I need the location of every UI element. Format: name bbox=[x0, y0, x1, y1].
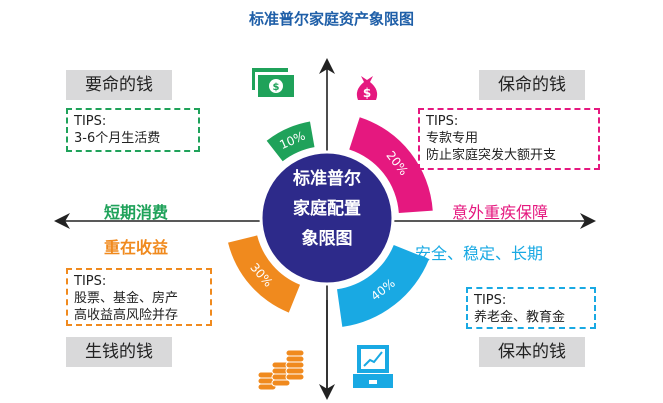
percent-arc-top-right bbox=[349, 117, 433, 213]
tips-line: 高收益高风险并存 bbox=[74, 308, 179, 323]
tips-line: 股票、基金、房产 bbox=[74, 291, 179, 306]
percent-arc-bottom-left bbox=[228, 235, 301, 313]
svg-text:$: $ bbox=[363, 86, 371, 100]
tips-line: 养老金、教育金 bbox=[474, 310, 566, 325]
tips-heading: TIPS: bbox=[426, 114, 459, 129]
center-line-1: 标准普尔 bbox=[293, 169, 361, 189]
tips-heading: TIPS: bbox=[74, 114, 107, 129]
money-bag-icon: $ bbox=[356, 76, 378, 100]
tips-box-top-left: TIPS: 3-6个月生活费 bbox=[66, 108, 200, 152]
cash-icon: $ bbox=[252, 68, 294, 97]
tips-heading: TIPS: bbox=[474, 293, 507, 308]
tips-box-bottom-right: TIPS: 养老金、教育金 bbox=[466, 287, 596, 329]
quadrant-label-bottom-right: 保本的钱 bbox=[479, 337, 585, 367]
center-line-2: 家庭配置 bbox=[293, 199, 361, 219]
quadrant-label-top-left: 要命的钱 bbox=[66, 70, 172, 100]
quadrant-label-bottom-left: 生钱的钱 bbox=[66, 337, 172, 367]
center-line-3: 象限图 bbox=[301, 229, 353, 249]
tips-box-top-right: TIPS: 专款专用 防止家庭突发大额开支 bbox=[418, 108, 600, 170]
svg-text:$: $ bbox=[273, 82, 280, 93]
percent-arc-top-left bbox=[266, 121, 315, 162]
tips-heading: TIPS: bbox=[74, 274, 107, 289]
tips-box-bottom-left: TIPS: 股票、基金、房产 高收益高风险并存 bbox=[66, 268, 212, 326]
center-label: 标准普尔 家庭配置 象限图 bbox=[262, 164, 392, 254]
diagram-title: 标准普尔家庭资产象限图 bbox=[248, 10, 414, 28]
feature-bottom-right: 安全、稳定、长期 bbox=[415, 244, 544, 263]
percent-arc-bottom-right bbox=[337, 244, 429, 327]
feature-bottom-left: 重在收益 bbox=[104, 238, 169, 257]
feature-top-left: 短期消费 bbox=[104, 203, 169, 222]
quadrant-label-top-right: 保命的钱 bbox=[479, 70, 585, 100]
laptop-chart-icon bbox=[353, 345, 393, 388]
tips-line: 专款专用 bbox=[426, 131, 479, 146]
tips-line: 防止家庭突发大额开支 bbox=[426, 148, 557, 163]
center-circle bbox=[259, 150, 395, 286]
tips-line: 3-6个月生活费 bbox=[74, 131, 161, 146]
coins-icon bbox=[257, 349, 305, 391]
feature-top-right: 意外重疾保障 bbox=[452, 203, 549, 222]
